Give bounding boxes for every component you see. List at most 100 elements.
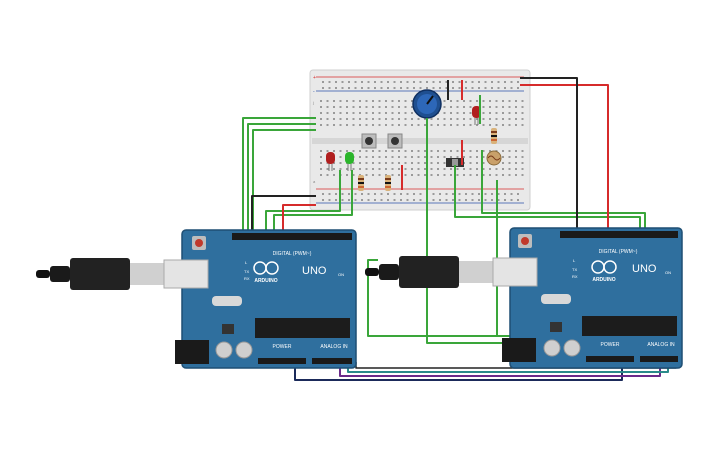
breadboard-hole bbox=[495, 168, 498, 170]
breadboard-hole bbox=[411, 112, 413, 114]
led-icon[interactable] bbox=[326, 152, 335, 171]
breadboard-hole bbox=[456, 174, 459, 176]
resistor-icon[interactable] bbox=[491, 128, 497, 144]
breadboard-hole bbox=[359, 150, 361, 152]
led-icon[interactable] bbox=[345, 152, 354, 171]
power-jack[interactable] bbox=[502, 338, 536, 362]
rail-hole bbox=[348, 193, 350, 195]
rail-hole bbox=[504, 193, 506, 195]
arduino-board-left[interactable]: DIGITAL (PWM~) ARDUINO UNO ON TX RX L PO… bbox=[175, 229, 357, 369]
rail-hole bbox=[497, 81, 500, 83]
rail-hole bbox=[406, 87, 409, 89]
l-label: L bbox=[245, 260, 248, 265]
breadboard-hole bbox=[469, 156, 472, 158]
breadboard-hole bbox=[352, 150, 355, 152]
breadboard-hole bbox=[456, 112, 459, 114]
rail-hole bbox=[452, 199, 454, 201]
arduino-board-right[interactable]: DIGITAL (PWM~) ARDUINO UNO ON TX RX L PO… bbox=[502, 227, 683, 369]
breadboard-hole bbox=[385, 100, 387, 102]
breadboard-hole bbox=[437, 150, 439, 152]
breadboard-hole bbox=[495, 174, 498, 176]
breadboard-hole bbox=[482, 118, 485, 120]
breadboard-hole bbox=[437, 168, 439, 170]
breadboard-hole bbox=[320, 168, 322, 170]
rail-hole bbox=[393, 87, 396, 89]
rail-hole bbox=[504, 87, 506, 89]
breadboard-hole bbox=[463, 168, 465, 170]
breadboard-hole bbox=[417, 168, 420, 170]
pushbutton-icon[interactable] bbox=[361, 133, 377, 149]
breadboard-hole bbox=[391, 174, 394, 176]
breadboard-hole bbox=[424, 118, 426, 120]
rail-hole bbox=[465, 199, 467, 201]
breadboard-hole bbox=[320, 150, 322, 152]
breadboard-hole bbox=[365, 162, 368, 164]
breadboard-hole bbox=[391, 168, 394, 170]
rail-hole bbox=[328, 199, 331, 201]
slide-switch-icon[interactable] bbox=[446, 158, 464, 167]
reset-button[interactable] bbox=[195, 239, 203, 247]
breadboard-hole bbox=[378, 156, 381, 158]
breadboard-hole bbox=[437, 156, 439, 158]
l-label: L bbox=[573, 258, 576, 263]
breadboard-hole bbox=[502, 100, 504, 102]
breadboard-hole bbox=[482, 112, 485, 114]
breadboard-hole bbox=[521, 100, 524, 102]
breadboard-hole bbox=[502, 162, 504, 164]
usb-cable-left[interactable] bbox=[36, 258, 209, 290]
breadboard-hole bbox=[411, 106, 413, 108]
breadboard-hole bbox=[391, 124, 394, 126]
breadboard-hole bbox=[502, 118, 504, 120]
rail-hole bbox=[484, 81, 487, 83]
breadboard-hole bbox=[450, 156, 452, 158]
breadboard-hole bbox=[424, 156, 426, 158]
rail-hole bbox=[341, 193, 344, 195]
pushbutton-icon[interactable] bbox=[387, 133, 403, 149]
led-icon[interactable] bbox=[472, 106, 481, 125]
rail-hole bbox=[445, 199, 448, 201]
resistor-icon[interactable] bbox=[385, 175, 391, 191]
power-jack[interactable] bbox=[175, 340, 209, 364]
minus-marker: - bbox=[313, 89, 315, 95]
breadboard-hole bbox=[502, 174, 504, 176]
breadboard-hole bbox=[521, 118, 524, 120]
digital-header-label: DIGITAL (PWM~) bbox=[599, 249, 638, 255]
breadboard-hole bbox=[489, 150, 491, 152]
breadboard-hole bbox=[339, 150, 342, 152]
rail-hole bbox=[328, 81, 331, 83]
potentiometer-icon[interactable] bbox=[412, 89, 442, 119]
usb-cable-right[interactable] bbox=[365, 256, 538, 288]
rail-hole bbox=[419, 193, 422, 195]
breadboard-hole bbox=[352, 124, 355, 126]
breadboard-hole bbox=[508, 118, 511, 120]
breadboard-hole bbox=[378, 162, 381, 164]
breadboard-hole bbox=[456, 168, 459, 170]
breadboard-hole bbox=[346, 118, 348, 120]
photoresistor-icon[interactable] bbox=[486, 150, 502, 166]
digital-header-label: DIGITAL (PWM~) bbox=[273, 251, 312, 257]
breadboard-hole bbox=[411, 100, 413, 102]
reset-button[interactable] bbox=[521, 237, 529, 245]
breadboard-hole bbox=[404, 112, 407, 114]
rail-hole bbox=[354, 199, 357, 201]
breadboard-hole bbox=[320, 118, 322, 120]
breadboard-hole bbox=[482, 162, 485, 164]
breadboard-hole bbox=[456, 118, 459, 120]
breadboard-hole bbox=[398, 118, 400, 120]
breadboard-hole bbox=[320, 100, 322, 102]
breadboard-hole bbox=[411, 156, 413, 158]
breadboard-hole bbox=[372, 162, 374, 164]
breadboard-hole bbox=[404, 106, 407, 108]
breadboard-hole bbox=[463, 118, 465, 120]
rail-hole bbox=[387, 81, 389, 83]
resistor-icon[interactable] bbox=[358, 175, 364, 191]
rail-hole bbox=[504, 199, 506, 201]
breadboard-hole bbox=[411, 118, 413, 120]
breadboard-hole bbox=[378, 112, 381, 114]
rail-hole bbox=[419, 199, 422, 201]
rail-hole bbox=[458, 87, 461, 89]
breadboard-hole bbox=[365, 100, 368, 102]
rail-hole bbox=[322, 81, 324, 83]
breadboard-hole bbox=[346, 168, 348, 170]
rail-hole bbox=[367, 193, 370, 195]
